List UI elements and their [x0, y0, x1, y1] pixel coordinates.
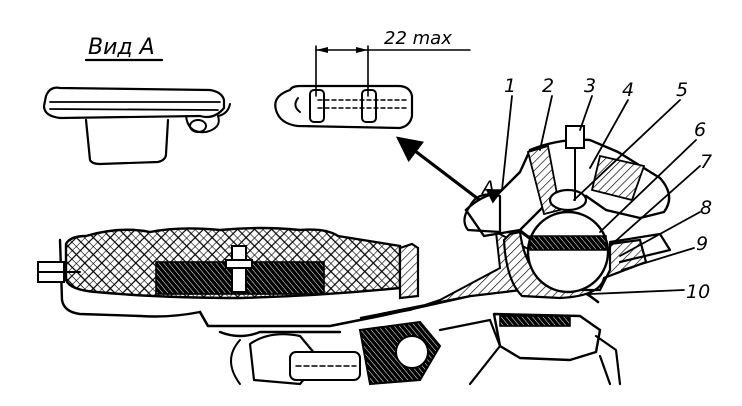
- view-marker: А: [480, 177, 495, 199]
- part-number-6: 6: [694, 119, 706, 141]
- dust-boot: [463, 193, 502, 234]
- part-number-8: 8: [700, 197, 712, 219]
- strip-hook: [294, 97, 301, 113]
- right-lower-arm: [492, 312, 602, 362]
- pad-layer-lines: [49, 101, 221, 111]
- strip-part: [274, 84, 414, 130]
- linkage-arm: [438, 318, 502, 386]
- leader-8: [619, 211, 701, 257]
- leader-6: [599, 139, 697, 233]
- part-number-3: 3: [584, 75, 596, 97]
- dimension-arrowheads: [316, 47, 368, 53]
- view-marker-arrow: [485, 189, 504, 204]
- base-frame-lip: [218, 330, 342, 338]
- rubber-block: [84, 118, 170, 166]
- part-number-4: 4: [622, 79, 634, 101]
- leader-2: [539, 95, 553, 151]
- leader-5: [573, 99, 681, 201]
- housing-flange: [590, 154, 646, 202]
- leader-7: [609, 165, 701, 247]
- part-number-2: 2: [542, 75, 554, 97]
- arm-pad: [499, 315, 571, 327]
- part-number-1: 1: [504, 75, 516, 97]
- left-bracket: [58, 238, 202, 318]
- view-a-title: Вид А: [88, 35, 155, 60]
- leader-9: [621, 247, 695, 271]
- main-assembly: А: [37, 125, 672, 386]
- part-number-9: 9: [696, 233, 708, 255]
- bolt-head: [548, 188, 588, 212]
- center-nut: [225, 259, 253, 269]
- dimension-detail: 22 max: [274, 28, 471, 130]
- clip-loop: [189, 119, 207, 133]
- strip-clamp-left: [309, 89, 325, 123]
- part-number-10: 10: [686, 281, 710, 303]
- ball-seat: [529, 235, 607, 251]
- ball-joint: [526, 210, 610, 294]
- pad-layers: [42, 86, 226, 120]
- strip-clamp-right: [361, 89, 377, 123]
- top-nut: [565, 125, 585, 149]
- gear-hub: [395, 335, 429, 369]
- view-a-detail: Вид А: [42, 35, 231, 166]
- part-callouts: 1 2 3 4 5 6 7 8 9 10: [501, 75, 712, 303]
- right-upright: [398, 242, 420, 300]
- part-number-7: 7: [700, 151, 712, 173]
- leader-1: [501, 95, 513, 191]
- leader-4: [589, 99, 629, 169]
- wing-plate: [608, 232, 672, 264]
- dimension-label: 22 max: [384, 28, 452, 49]
- leader-10: [589, 289, 685, 295]
- right-lower-rod: [594, 334, 622, 386]
- part-number-5: 5: [676, 79, 688, 101]
- leader-3: [579, 95, 593, 131]
- lower-left-curve: [230, 339, 241, 385]
